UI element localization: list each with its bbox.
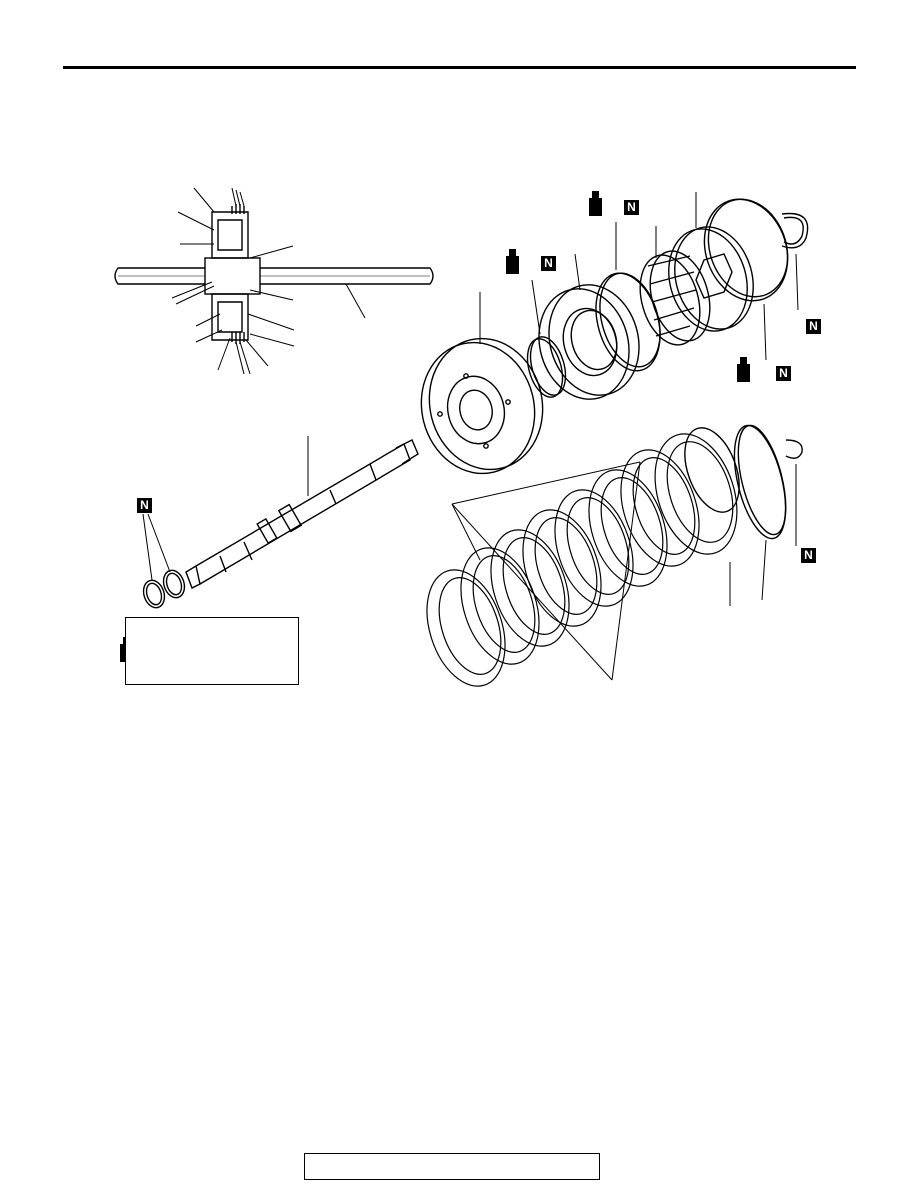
clutch-drum [420, 292, 544, 475]
snap-ring-outer [733, 424, 787, 601]
piston [538, 253, 640, 400]
exploded-view-drawing [114, 187, 809, 687]
input-shaft [185, 436, 419, 589]
new-part-badge: N [541, 256, 556, 271]
clutch-plates [426, 433, 738, 687]
section-leader-lines [171, 187, 366, 375]
snap-ring-large [703, 198, 789, 361]
snap-ring-inner [785, 439, 803, 546]
seal-rings [142, 513, 186, 609]
lubricant-legend-box [125, 617, 299, 685]
new-part-badge: N [776, 366, 791, 381]
new-part-badge: N [806, 319, 821, 334]
pressure-plate [684, 427, 740, 513]
new-part-badge: N [137, 498, 152, 513]
clutch-plate-stack [426, 424, 803, 687]
lower-clutch-section [211, 293, 249, 341]
new-part-badge: N [801, 548, 816, 563]
snap-ring-small [781, 212, 809, 311]
o-ring [526, 279, 567, 398]
group-bracket-lines [451, 461, 641, 681]
spring-retainer [668, 192, 754, 332]
new-part-badge: N [624, 200, 639, 215]
shaft-section [114, 267, 434, 285]
page-footer-box [304, 1153, 600, 1180]
header-rule [63, 66, 856, 69]
cross-section-view [114, 187, 434, 375]
